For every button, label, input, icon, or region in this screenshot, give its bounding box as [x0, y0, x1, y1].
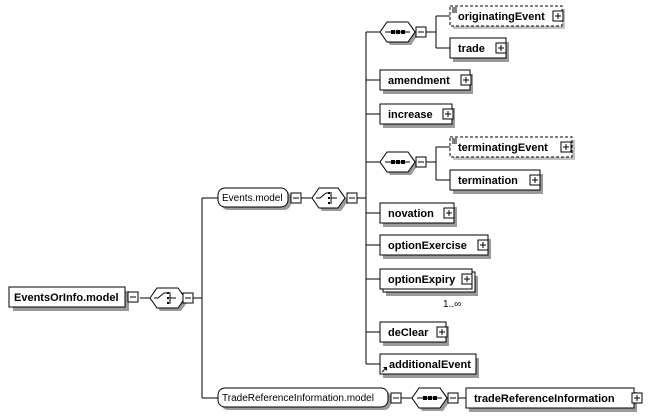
events-model-group-node[interactable]: Events.model — [217, 187, 291, 210]
additional-event-label: additionalEvent — [389, 359, 471, 371]
originating-sequence-toggle[interactable] — [415, 26, 427, 38]
trade-label: trade — [458, 43, 485, 55]
option-expiry-label: optionExpiry — [388, 274, 456, 286]
reference-list-icon — [452, 7, 457, 13]
trade-reference-sequence-compositor[interactable] — [411, 387, 450, 411]
reference-list-icon — [452, 138, 457, 144]
terminating-sequence-compositor[interactable] — [379, 151, 418, 175]
option-exercise-label: optionExercise — [388, 240, 467, 252]
terminating-event-label: terminatingEvent — [458, 142, 548, 154]
trade-reference-model-group-node[interactable]: TradeReferenceInformation.model — [217, 387, 391, 410]
events-model-toggle[interactable] — [290, 192, 302, 204]
novation-node[interactable]: novation — [379, 202, 457, 227]
originating-sequence-compositor[interactable] — [379, 21, 418, 45]
choice-icon — [154, 292, 176, 304]
trade-reference-information-expand-toggle[interactable] — [631, 392, 643, 404]
connector-lines — [140, 15, 466, 399]
sequence-icon — [385, 30, 410, 34]
root-expand-toggle[interactable] — [127, 291, 139, 303]
sequence-icon — [385, 160, 410, 164]
events-model-label: Events.model — [222, 193, 283, 204]
option-expiry-expand-toggle[interactable] — [461, 273, 473, 285]
originating-event-label: originatingEvent — [458, 11, 545, 23]
events-choice-compositor[interactable] — [311, 187, 348, 211]
terminating-sequence-toggle[interactable] — [415, 156, 427, 168]
trade-reference-information-label: tradeReferenceInformation — [474, 393, 615, 405]
sequence-icon — [417, 396, 442, 400]
trade-reference-sequence-toggle[interactable] — [447, 392, 459, 404]
amendment-node[interactable]: amendment — [379, 69, 473, 94]
novation-label: novation — [388, 208, 434, 220]
option-exercise-node[interactable]: optionExercise — [379, 234, 491, 259]
trade-reference-information-node[interactable]: tradeReferenceInformation — [465, 387, 637, 412]
terminating-event-node[interactable]: terminatingEvent — [449, 136, 575, 160]
termination-node[interactable]: termination — [449, 169, 543, 194]
increase-node[interactable]: increase — [379, 103, 455, 128]
originating-event-expand-toggle[interactable] — [552, 10, 564, 22]
root-choice-toggle[interactable] — [182, 292, 194, 304]
option-expiry-cardinality: 1..∞ — [443, 299, 461, 310]
trade-node[interactable]: trade — [449, 37, 509, 62]
termination-label: termination — [458, 175, 518, 187]
declear-label: deClear — [388, 327, 429, 339]
root-element-label: EventsOrInfo.model — [14, 292, 119, 304]
declear-node[interactable]: deClear — [379, 321, 449, 346]
choice-icon — [316, 192, 337, 204]
root-choice-compositor[interactable] — [149, 287, 188, 311]
amendment-expand-toggle[interactable] — [460, 74, 472, 86]
option-exercise-expand-toggle[interactable] — [477, 239, 489, 251]
additional-event-node[interactable]: additionalEvent — [379, 353, 479, 378]
option-expiry-node[interactable]: optionExpiry — [379, 268, 478, 296]
root-element-node[interactable]: EventsOrInfo.model — [8, 286, 129, 311]
novation-expand-toggle[interactable] — [443, 207, 455, 219]
originating-event-node[interactable]: originatingEvent — [449, 5, 565, 29]
trade-reference-model-label: TradeReferenceInformation.model — [222, 393, 374, 404]
increase-label: increase — [388, 109, 433, 121]
terminating-event-expand-toggle[interactable] — [560, 141, 572, 153]
reference-arrow-icon — [381, 367, 387, 373]
declear-expand-toggle[interactable] — [436, 326, 448, 338]
events-choice-toggle[interactable] — [346, 192, 358, 204]
trade-expand-toggle[interactable] — [495, 42, 507, 54]
termination-expand-toggle[interactable] — [529, 174, 541, 186]
increase-expand-toggle[interactable] — [442, 108, 454, 120]
trade-reference-model-toggle[interactable] — [390, 392, 402, 404]
amendment-label: amendment — [388, 75, 450, 87]
